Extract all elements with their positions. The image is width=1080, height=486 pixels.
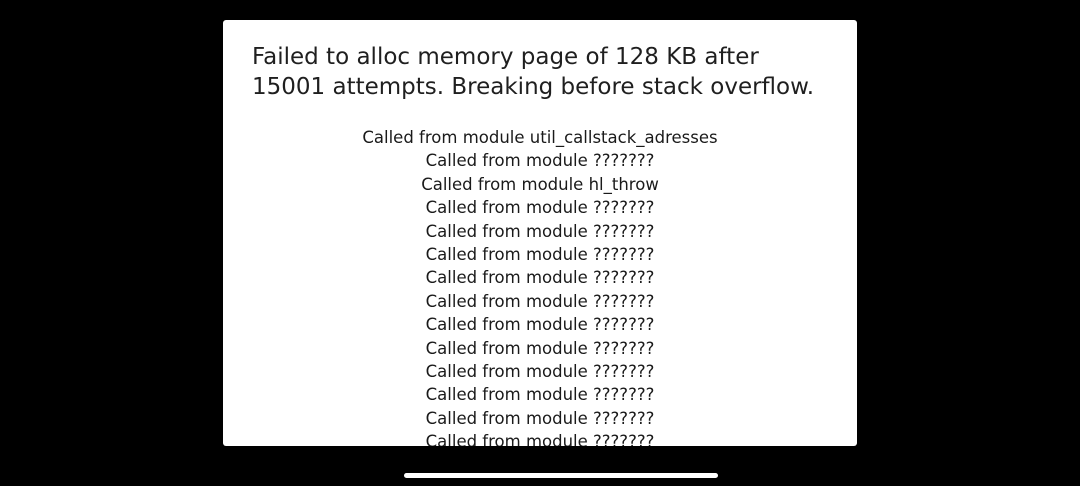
callstack-line: Called from module ??????? <box>425 338 655 358</box>
error-dialog[interactable]: Failed to alloc memory page of 128 KB af… <box>223 20 857 446</box>
home-indicator[interactable] <box>404 473 718 478</box>
callstack-line: Called from module ??????? <box>425 198 655 218</box>
callstack-line: Called from module ??????? <box>425 291 655 311</box>
callstack-line: Called from module ??????? <box>425 151 655 171</box>
callstack-line: Called from module ??????? <box>425 221 655 241</box>
callstack-line: Called from module ??????? <box>425 244 655 264</box>
callstack-line: Called from module ??????? <box>425 315 655 335</box>
callstack-line: Called from module ??????? <box>425 432 655 446</box>
callstack-list[interactable]: Called from module util_callstack_adress… <box>223 126 857 446</box>
callstack-line: Called from module ??????? <box>425 385 655 405</box>
callstack-line: Called from module ??????? <box>425 361 655 381</box>
callstack-line: Called from module ??????? <box>425 268 655 288</box>
error-message: Failed to alloc memory page of 128 KB af… <box>252 44 815 100</box>
callstack-line: Called from module util_callstack_adress… <box>362 128 718 147</box>
callstack-line: Called from module hl_throw <box>421 174 659 194</box>
callstack-line: Called from module ??????? <box>425 408 655 428</box>
